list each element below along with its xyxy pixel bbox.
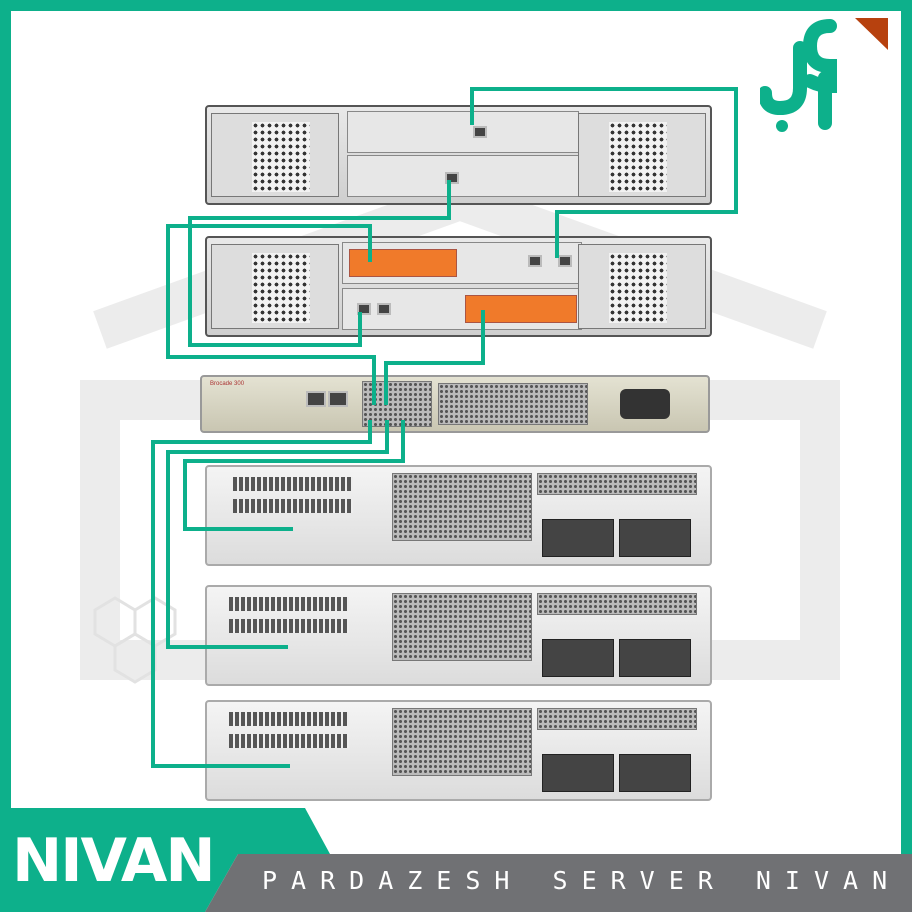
storage-enclosure-2 xyxy=(205,236,712,337)
power-supply-right xyxy=(578,113,706,197)
power-supply-left xyxy=(211,244,339,329)
server-1 xyxy=(205,465,712,566)
power-supply-right xyxy=(578,244,706,329)
controller-b xyxy=(342,288,582,330)
banner-gray xyxy=(205,854,912,912)
cable-switch-server-1 xyxy=(183,420,405,531)
nivan-logo xyxy=(760,18,888,132)
server-2 xyxy=(205,585,712,686)
cable-enclosure-link-1 xyxy=(470,87,738,258)
power-inlet xyxy=(620,389,670,419)
cable-controller-b-switch xyxy=(384,310,485,405)
cable-switch-server-3 xyxy=(151,420,372,768)
server-3 xyxy=(205,700,712,801)
controller-a xyxy=(342,242,582,284)
cable-enclosure-link-2 xyxy=(188,180,451,347)
nivan-wordmark: NIVAN xyxy=(12,826,216,896)
controller-a xyxy=(347,111,579,153)
fc-switch: Brocade 300 xyxy=(200,375,710,433)
switch-label: Brocade 300 xyxy=(210,381,245,387)
storage-enclosure-1 xyxy=(205,105,712,205)
tagline: PARDAZESH SERVER NIVAN xyxy=(262,866,902,895)
power-supply-left xyxy=(211,113,339,197)
cable-controller-a-switch xyxy=(166,224,376,405)
cable-switch-server-2 xyxy=(166,420,389,649)
